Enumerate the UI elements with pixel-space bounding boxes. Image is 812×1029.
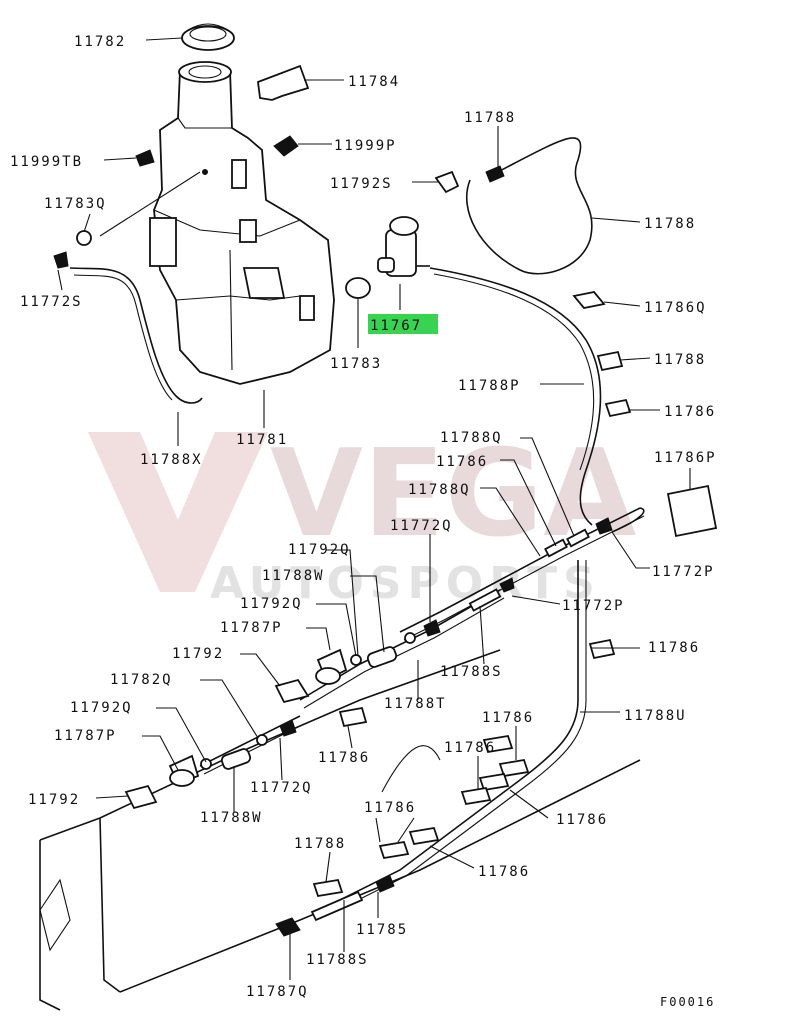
label-11782: 11782: [74, 34, 126, 50]
label-11786-c: 11786: [648, 640, 700, 656]
nozzle-cover-11792-lower: [124, 784, 158, 810]
reservoir-cap: [181, 23, 235, 51]
watermark-logo-icon: [88, 432, 268, 592]
label-11792Q-c: 11792Q: [70, 700, 133, 716]
label-11786P: 11786P: [654, 450, 717, 466]
label-11786-b: 11786: [436, 454, 488, 470]
label-11788-right: 11788: [644, 216, 696, 232]
label-11999P: 11999P: [334, 138, 397, 154]
label-11772P-a: 11772P: [652, 564, 715, 580]
label-11788P: 11788P: [458, 378, 521, 394]
label-11788Q-a: 11788Q: [440, 430, 503, 446]
label-11788X: 11788X: [140, 452, 203, 468]
label-11788-bottom: 11788: [294, 836, 346, 852]
clip-11792S: [434, 170, 460, 194]
hose-11788-main: [465, 137, 593, 275]
label-11792-b: 11792: [28, 792, 80, 808]
nozzle-11787P-upper: [315, 648, 348, 685]
label-11788S-a: 11788S: [440, 664, 503, 680]
label-11786-d: 11786: [482, 710, 534, 726]
label-11772Q-a: 11772Q: [390, 518, 453, 534]
label-11786-h: 11786: [364, 800, 416, 816]
label-11786-i: 11786: [478, 864, 530, 880]
label-11792Q-a: 11792Q: [288, 542, 351, 558]
label-11781: 11781: [236, 432, 288, 448]
watermark: VEGA AUTOSPORTS: [88, 425, 636, 609]
label-11772P-b: 11772P: [562, 598, 625, 614]
label-11782Q: 11782Q: [110, 672, 173, 688]
label-11786Q: 11786Q: [644, 300, 707, 316]
label-11786-g: 11786: [556, 812, 608, 828]
grommet-11783: [345, 277, 371, 299]
hose-11788U: [319, 560, 579, 911]
grommet-11783Q: [76, 230, 92, 246]
label-11767: 11767: [370, 318, 422, 334]
bracket-11784: [257, 64, 310, 101]
washer-pump: [377, 216, 430, 277]
label-11788T: 11788T: [384, 696, 447, 712]
label-11788U: 11788U: [624, 708, 687, 724]
label-11785: 11785: [356, 922, 408, 938]
label-11784: 11784: [348, 74, 400, 90]
label-11792S: 11792S: [330, 176, 393, 192]
nozzle-cover-11792-upper: [274, 678, 310, 704]
label-11786-e: 11786: [444, 740, 496, 756]
label-11786-f: 11786: [318, 750, 370, 766]
label-11772S: 11772S: [20, 294, 83, 310]
hose-11788S-lower: [310, 890, 364, 922]
clip-11999P: [273, 135, 299, 157]
clamp-pads: [312, 291, 718, 898]
hood-outline: [99, 649, 501, 819]
washer-reservoir: [149, 61, 335, 385]
label-11788-top: 11788: [464, 110, 516, 126]
label-11787Q: 11787Q: [246, 984, 309, 1000]
label-11788S-b: 11788S: [306, 952, 369, 968]
label-11788Q-b: 11788Q: [408, 482, 471, 498]
clip-11772S: [53, 251, 69, 269]
nozzle-11787Q: [275, 917, 301, 937]
label-11788W-b: 11788W: [200, 810, 263, 826]
nozzle-11787P-lower: [168, 754, 200, 787]
highlight-11767: [368, 314, 438, 334]
label-11788-b: 11788: [654, 352, 706, 368]
label-11786-a: 11786: [664, 404, 716, 420]
watermark-sub: AUTOSPORTS: [210, 558, 601, 609]
label-11772Q-b: 11772Q: [250, 780, 313, 796]
label-11999TB: 11999TB: [10, 154, 83, 170]
label-11792Q-b: 11792Q: [240, 596, 303, 612]
label-11783Q: 11783Q: [44, 196, 107, 212]
label-11787P-b: 11787P: [54, 728, 117, 744]
part-labels: 11782 11784 11788 11999TB 11999P 11792S …: [10, 34, 717, 1009]
leader-lines: [57, 37, 691, 980]
footer-code: F00016: [660, 995, 715, 1009]
hose-11788X: [69, 267, 203, 404]
label-11788W-a: 11788W: [262, 568, 325, 584]
sleeve-11788W-lower: [220, 748, 252, 770]
label-11787P-a: 11787P: [220, 620, 283, 636]
label-11783: 11783: [330, 356, 382, 372]
clip-11999TB: [135, 149, 155, 167]
label-11792-a: 11792: [172, 646, 224, 662]
sleeve-11788W-upper: [366, 646, 398, 668]
